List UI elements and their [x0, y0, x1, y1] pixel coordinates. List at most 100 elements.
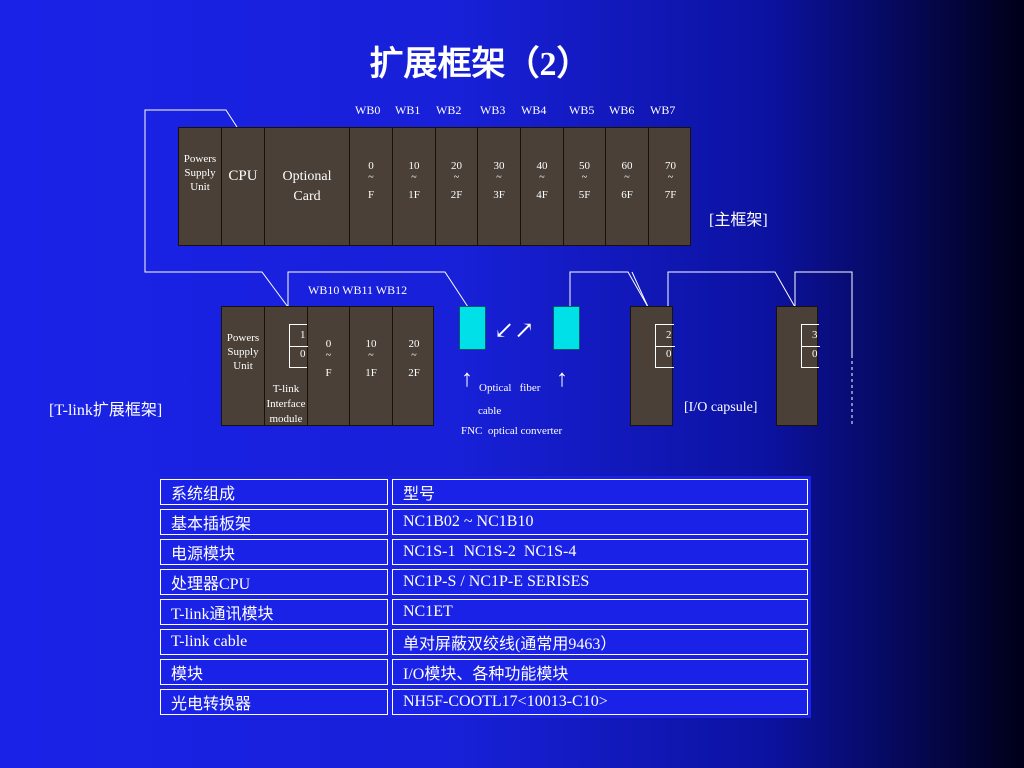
table-cell: 系统组成: [157, 476, 391, 508]
wb-label: WB1: [395, 103, 421, 117]
slot-range: ~: [496, 172, 502, 183]
connector-divider: [290, 346, 308, 347]
slot-range: ~: [368, 350, 374, 361]
io-slot-wb4: 40 ~ 4F: [521, 128, 564, 245]
main-rack: Powers Supply Unit CPU Optional Card 0 ~…: [178, 127, 691, 246]
slot-range: ~: [411, 350, 417, 361]
slot-range: ~: [581, 172, 588, 183]
slot-start: 0: [325, 338, 332, 350]
interface-label: module: [269, 413, 303, 425]
wb-label: WB6: [609, 103, 635, 117]
io-slot-wb10: 0 ~ F: [308, 307, 350, 425]
table-cell: 光电转换器: [157, 686, 391, 718]
table-cell: NC1B02 ~ NC1B10: [389, 506, 811, 538]
connector-divider: [802, 346, 820, 347]
table-cell: NH5F-COOTL17<10013-C10>: [389, 686, 811, 718]
power-supply-unit: Powers Supply Unit: [222, 307, 265, 425]
slot-end: 2F: [408, 367, 420, 379]
slot-start: 0: [368, 160, 374, 172]
table-cell: 模块: [157, 656, 391, 688]
tlink-rack-label: [T-link扩展框架]: [49, 402, 163, 419]
slot-range: ~: [667, 172, 674, 183]
spec-table: 系统组成 型号 基本插板架 NC1B02 ~ NC1B10 电源模块 NC1S-…: [157, 476, 811, 718]
cpu-module: CPU: [222, 128, 265, 245]
connector-top: 3: [812, 329, 818, 341]
wb-label: WB4: [521, 103, 547, 117]
fnc-converter-label: FNC optical converter: [461, 425, 563, 437]
slot-start: 50: [579, 160, 590, 172]
table-row: 系统组成 型号: [157, 476, 811, 508]
table-cell: 电源模块: [157, 536, 391, 568]
optional-card: Optional Card: [265, 128, 350, 245]
io-slot-wb2: 20 ~ 2F: [436, 128, 478, 245]
slot-end: 3F: [493, 189, 505, 201]
slot-end: 1F: [365, 367, 377, 379]
power-label-line: Supply: [227, 346, 259, 358]
slot-range: ~: [325, 350, 332, 361]
table-row: 光电转换器 NH5F-COOTL17<10013-C10>: [157, 686, 811, 718]
wb-label: WB7: [650, 103, 676, 117]
power-label-line: Powers: [183, 153, 217, 165]
table-cell: 处理器CPU: [157, 566, 391, 598]
slot-start: 30: [493, 160, 505, 172]
wb-label: WB0: [355, 103, 381, 117]
slot-start: 20: [408, 338, 420, 350]
wb-label: WB5: [569, 103, 595, 117]
slot-end: 6F: [621, 189, 633, 201]
optional-label: Card: [293, 189, 321, 204]
slot-range: ~: [368, 172, 374, 183]
io-capsule: 3 0: [776, 306, 820, 426]
table-cell: NC1P-S / NC1P-E SERISES: [389, 566, 811, 598]
table-row: 基本插板架 NC1B02 ~ NC1B10: [157, 506, 811, 538]
slot-start: 70: [665, 160, 676, 172]
io-slot-wb12: 20 ~ 2F: [393, 307, 435, 425]
slot-end: 4F: [536, 189, 548, 201]
io-capsule: 2 0: [630, 306, 675, 426]
table-row: 模块 I/O模块、各种功能模块: [157, 656, 811, 688]
tlink-interface-module: 1 0 T-link Interface module: [265, 307, 308, 425]
slot-end: 5F: [578, 189, 591, 201]
table-row: 电源模块 NC1S-1 NC1S-2 NC1S-4: [157, 536, 811, 568]
interface-label: Interface: [266, 398, 306, 410]
table-cell: 单对屏蔽双绞线(通常用9463）: [389, 626, 811, 658]
interface-label: T-link: [272, 383, 300, 395]
table-cell: I/O模块、各种功能模块: [389, 656, 811, 688]
slot-start: 40: [536, 160, 548, 172]
power-label-line: Unit: [233, 360, 253, 372]
connector-box: 2 0: [655, 324, 675, 368]
cpu-label: CPU: [228, 168, 258, 184]
slot-start: 60: [621, 160, 633, 172]
up-arrow-icon: ↑: [556, 366, 568, 392]
page-title: 扩展框架（2）: [369, 46, 591, 83]
slot-end: 7F: [664, 189, 677, 201]
table-row: T-link通讯模块 NC1ET: [157, 596, 811, 628]
connector-box: 3 0: [801, 324, 820, 368]
slot-range: ~: [539, 172, 545, 183]
main-rack-label: [主框架]: [709, 212, 768, 229]
slot-end: 2F: [450, 189, 463, 201]
optical-converter-right: [553, 306, 580, 350]
table-row: 处理器CPU NC1P-S / NC1P-E SERISES: [157, 566, 811, 598]
table-cell: T-link cable: [157, 626, 391, 658]
tlink-rack: Powers Supply Unit 1 0 T-link Interface …: [221, 306, 434, 426]
bidirectional-arrows-icon: ↙↗: [494, 318, 535, 344]
slot-range: ~: [411, 172, 417, 183]
wb-label: WB3: [480, 103, 506, 117]
connector-bot: 0: [812, 348, 818, 360]
slot-start: 10: [365, 338, 377, 350]
io-slot-wb11: 10 ~ 1F: [350, 307, 393, 425]
connector-bot: 0: [300, 348, 306, 360]
io-slot-wb1: 10 ~ 1F: [393, 128, 436, 245]
tlink-wb-labels: WB10 WB11 WB12: [308, 283, 408, 297]
io-slot-wb5: 50 ~ 5F: [564, 128, 606, 245]
slot-end: F: [367, 189, 375, 201]
slot-range: ~: [624, 172, 630, 183]
slot-start: 10: [408, 160, 420, 172]
table-row: T-link cable 单对屏蔽双绞线(通常用9463）: [157, 626, 811, 658]
optical-converter-left: [459, 306, 486, 350]
slot-end: 1F: [408, 189, 420, 201]
table-cell: NC1S-1 NC1S-2 NC1S-4: [389, 536, 811, 568]
io-capsule-label: [I/O capsule]: [684, 400, 758, 415]
connector-top: 1: [300, 329, 306, 341]
